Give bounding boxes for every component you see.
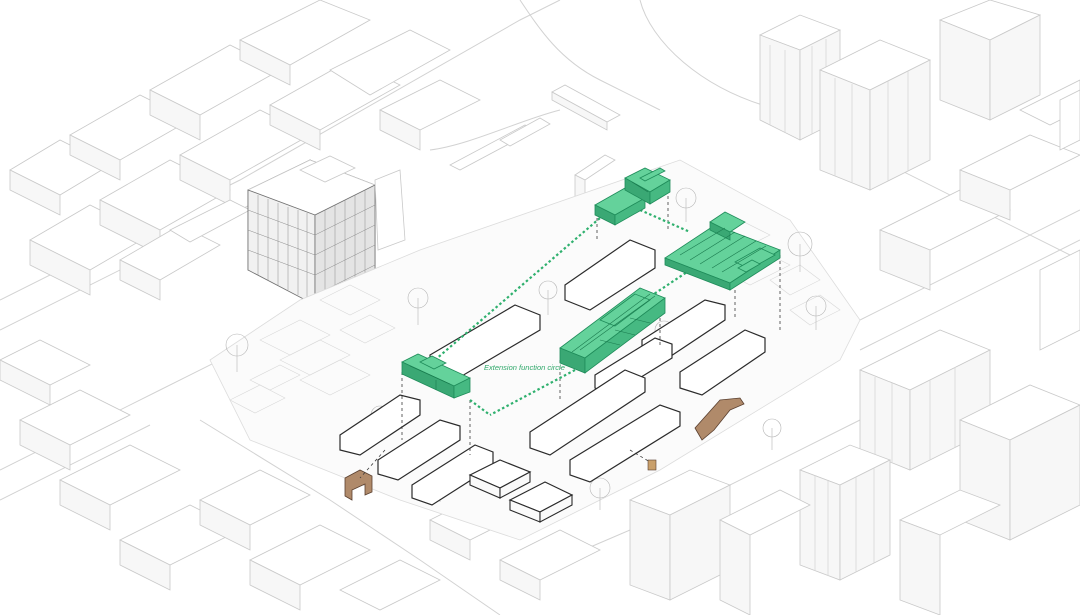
context-small-structures <box>450 85 620 205</box>
extension-function-circle-label: Extension function circle <box>484 363 565 372</box>
gate-marker <box>648 460 656 470</box>
tree <box>763 419 781 450</box>
